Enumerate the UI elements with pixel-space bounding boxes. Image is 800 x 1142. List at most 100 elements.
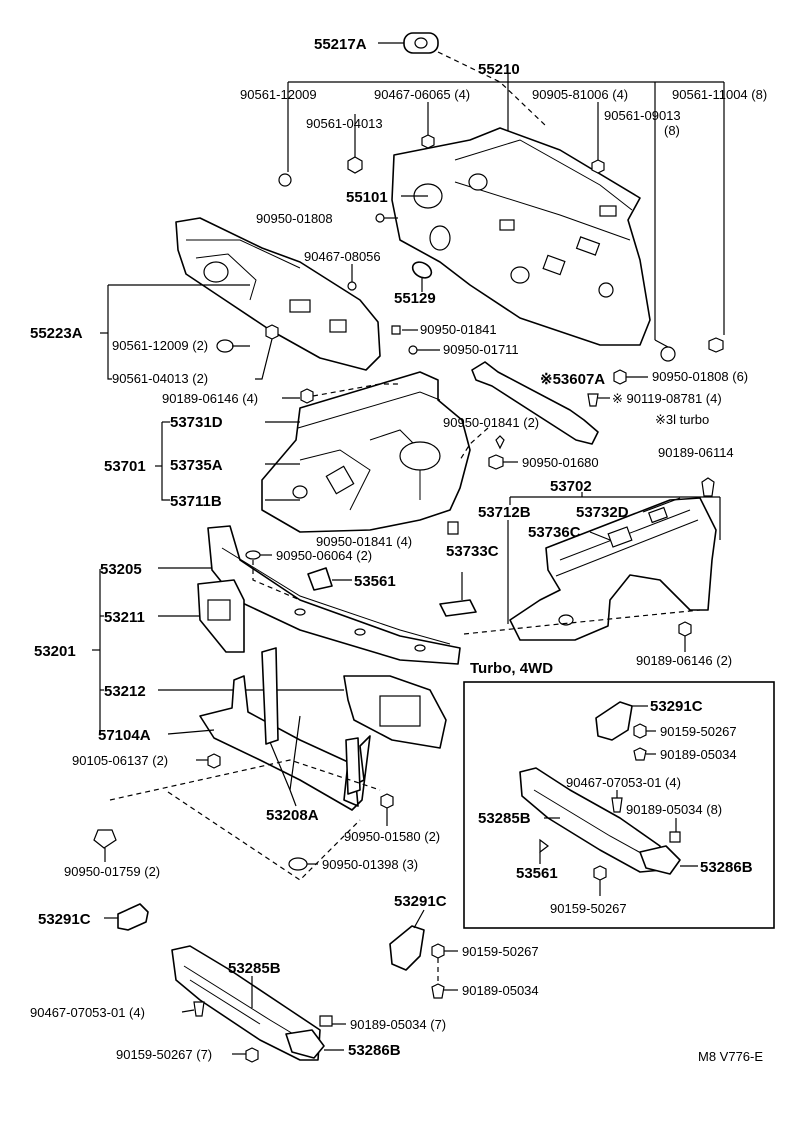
label-90950-01580: 90950-01580 (2) — [344, 829, 440, 844]
nut-icon — [265, 324, 279, 340]
label-53702: 53702 — [550, 478, 592, 495]
nut-icon — [591, 159, 605, 174]
label-90561-11004: 90561-11004 (8) — [672, 87, 767, 102]
label-53286B: 53286B — [348, 1042, 401, 1059]
label-90189-06146-2: 90189-06146 (2) — [636, 653, 732, 668]
bolt-icon — [245, 1047, 259, 1063]
bracket-53291C-inset — [595, 701, 633, 741]
label-53733C: 53733C — [446, 543, 499, 560]
label-inset-title: Turbo, 4WD — [470, 660, 553, 677]
bolt-icon — [431, 943, 445, 959]
label-90561-09013: 90561-09013 — [604, 108, 681, 123]
bolt-icon — [633, 747, 647, 761]
bolt-icon — [193, 1001, 205, 1017]
clip-icon — [245, 550, 261, 560]
label-53211: 53211 — [104, 609, 145, 626]
label-90950-01808: 90950-01808 — [256, 211, 333, 226]
nut-icon — [380, 793, 394, 809]
label-55223A: 55223A — [30, 325, 83, 342]
label-53732D: 53732D — [576, 504, 629, 521]
nut-icon — [660, 346, 676, 362]
insulator-55223A — [175, 217, 381, 371]
label-inset-53291C: 53291C — [650, 698, 703, 715]
label-53285B: 53285B — [228, 960, 281, 977]
nut-icon — [278, 173, 292, 187]
label-90950-01841-2: 90950-01841 (2) — [443, 415, 539, 430]
label-53735A: 53735A — [170, 457, 223, 474]
nut-icon — [347, 156, 363, 174]
clip-icon — [408, 345, 418, 355]
label-90159-50267: 90159-50267 — [462, 944, 539, 959]
label-53712B: 53712B — [478, 504, 531, 521]
label-53291C-center: 53291C — [394, 893, 447, 910]
clip-icon — [539, 838, 549, 854]
bolt-icon — [207, 753, 221, 769]
label-90561-12009-2: 90561-12009 (2) — [112, 338, 208, 353]
label-53711B: 53711B — [170, 493, 222, 510]
inset-box — [463, 681, 775, 929]
clip-icon — [495, 435, 505, 450]
label-inset-90159-50267: 90159-50267 — [660, 724, 737, 739]
clip-icon — [447, 521, 459, 535]
radiator-side-support-53212 — [343, 675, 447, 749]
bolt-icon — [611, 797, 623, 813]
nut-icon — [678, 621, 692, 637]
label-90950-01680: 90950-01680 — [522, 455, 599, 470]
nut-icon — [216, 339, 234, 353]
bolt-icon — [701, 477, 715, 497]
nut-icon — [421, 134, 435, 149]
label-90950-01841-4: 90950-01841 (4) — [316, 534, 412, 549]
label-53701: 53701 — [104, 458, 146, 475]
radiator-side-support-53211 — [197, 579, 245, 653]
label-inset-53285B: 53285B — [478, 810, 531, 827]
label-55129: 55129 — [394, 290, 436, 307]
fender-apron-53702 — [509, 497, 717, 641]
label-53607A: ※53607A — [540, 371, 605, 388]
label-90561-09013-qty: (8) — [664, 123, 680, 138]
clip-icon — [319, 1015, 333, 1027]
label-90950-01841: 90950-01841 — [420, 322, 497, 337]
nut-icon — [708, 337, 724, 353]
bolt-icon — [431, 983, 445, 999]
label-90189-06114: 90189-06114 — [658, 445, 734, 460]
label-90905-81006: 90905-81006 (4) — [532, 87, 628, 102]
label-90159-50267-7: 90159-50267 (7) — [116, 1047, 212, 1062]
label-53561: 53561 — [354, 573, 396, 590]
dash-panel-55101 — [391, 127, 651, 346]
radiator-support-lower-57104A — [199, 647, 371, 811]
label-57104A: 57104A — [98, 727, 151, 744]
label-90950-06064: 90950-06064 (2) — [276, 548, 372, 563]
label-inset-53286B: 53286B — [700, 859, 753, 876]
label-90561-04013: 90561-04013 — [306, 116, 383, 131]
clip-icon — [93, 829, 117, 849]
fender-apron-53701 — [261, 371, 471, 533]
bracket-53291C-left — [117, 903, 149, 931]
label-inset-90189-05034: 90189-05034 — [660, 747, 737, 762]
nut-icon — [613, 369, 627, 385]
label-53205: 53205 — [100, 561, 142, 578]
label-53201: 53201 — [34, 643, 76, 660]
label-90189-05034: 90189-05034 — [462, 983, 539, 998]
label-53208A: 53208A — [266, 807, 319, 824]
bolt-icon — [633, 723, 647, 739]
label-3l-turbo-note: ※3l turbo — [655, 412, 709, 427]
clip-icon — [347, 281, 357, 291]
label-53212: 53212 — [104, 683, 146, 700]
label-90950-01808-6: 90950-01808 (6) — [652, 369, 748, 384]
label-90950-01398: 90950-01398 (3) — [322, 857, 418, 872]
label-55101: 55101 — [346, 189, 388, 206]
label-90950-01711: 90950-01711 — [443, 342, 519, 357]
bolt-icon — [593, 865, 607, 881]
label-53291C-left: 53291C — [38, 911, 91, 928]
label-53736C: 53736C — [528, 524, 581, 541]
diagram-code: M8 V776-E — [698, 1049, 763, 1064]
hood-lock-support-53607A — [471, 361, 599, 445]
label-inset-90159-50267-b: 90159-50267 — [550, 901, 627, 916]
bracket-53733C — [439, 599, 477, 617]
label-90561-12009: 90561-12009 — [240, 87, 317, 102]
bracket-53561 — [307, 567, 333, 591]
bracket-53286B-inset — [639, 845, 681, 875]
label-inset-90189-05034-8: 90189-05034 (8) — [626, 802, 722, 817]
nut-icon — [488, 454, 504, 470]
